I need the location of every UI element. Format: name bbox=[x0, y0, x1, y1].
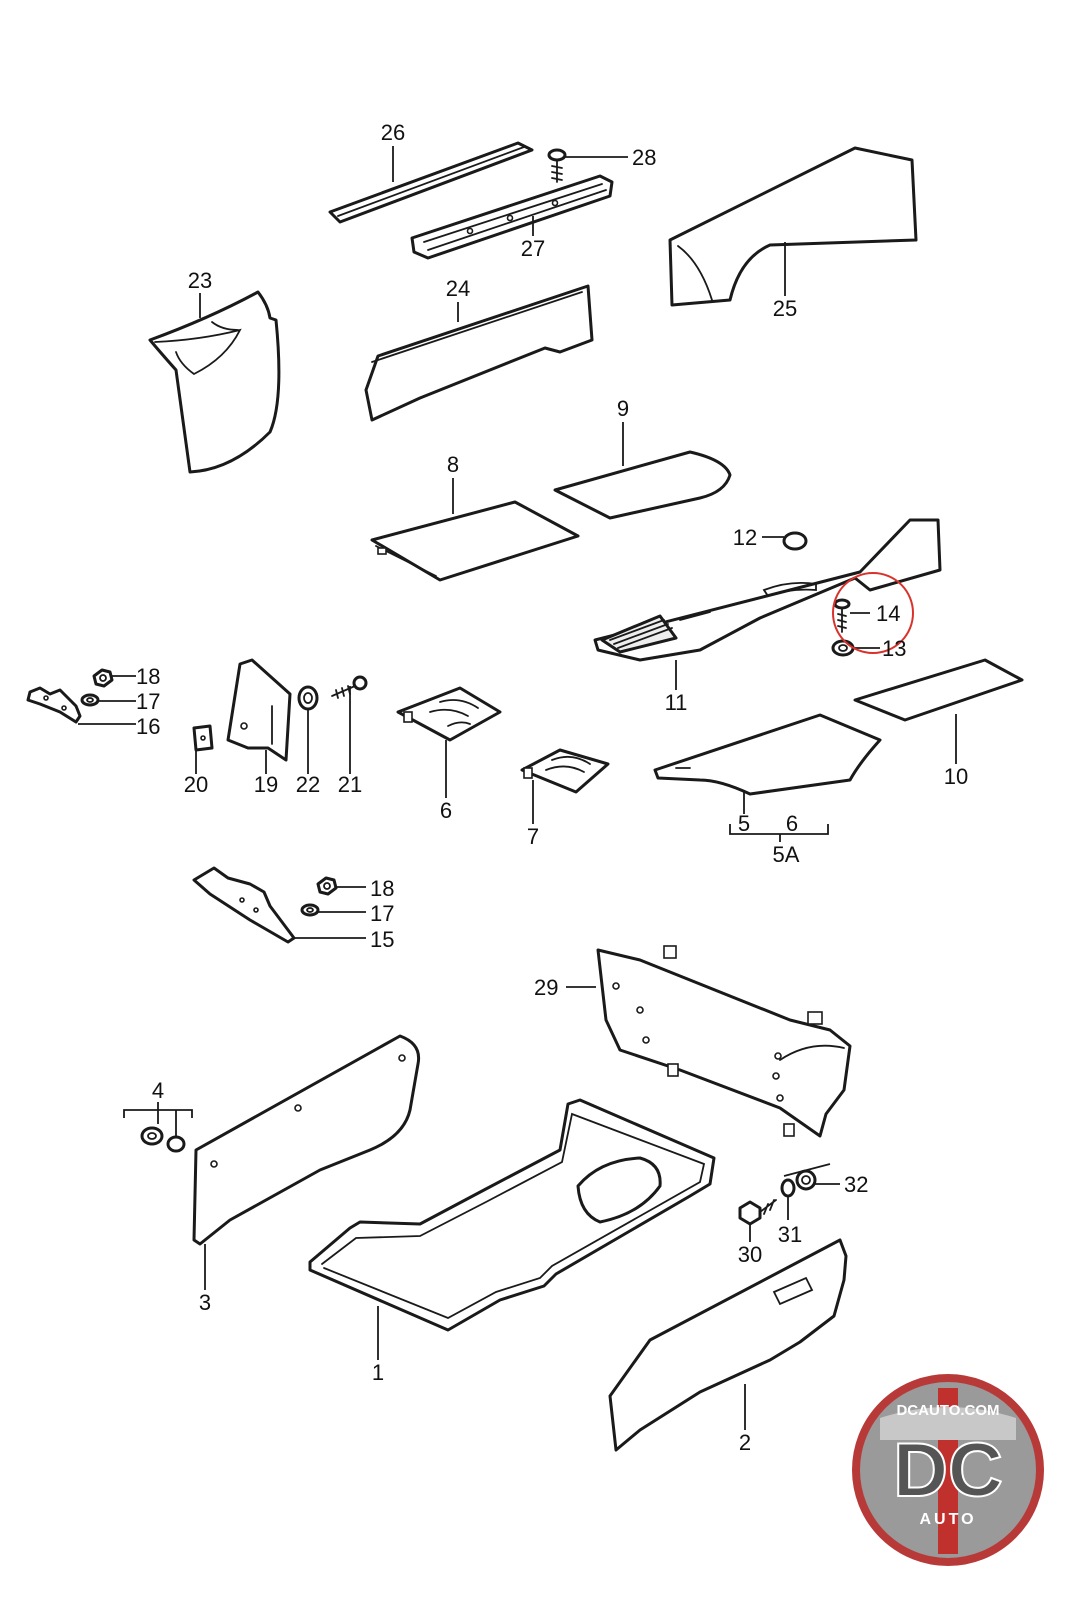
highlight-circle-14 bbox=[832, 572, 914, 654]
callout-27: 27 bbox=[521, 236, 545, 261]
callout-17-lower: 17 bbox=[370, 901, 394, 926]
part-17-washer-lower bbox=[300, 903, 320, 917]
part-8-mat bbox=[370, 500, 580, 582]
callout-15: 15 bbox=[370, 927, 394, 952]
callout-11: 11 bbox=[665, 690, 688, 715]
part-15-bracket bbox=[192, 866, 296, 944]
part-27-sill-trim bbox=[410, 174, 614, 260]
part-12-plug bbox=[782, 531, 808, 551]
part-7-bracket bbox=[520, 748, 610, 794]
part-19-panel bbox=[226, 658, 292, 762]
part-10-mat bbox=[853, 658, 1024, 722]
logo-top-text: DCAUTO.COM bbox=[896, 1402, 999, 1419]
callout-6-bracket: 6 bbox=[440, 798, 452, 823]
part-24-panel bbox=[364, 284, 594, 422]
part-28-screw bbox=[547, 148, 567, 183]
callout-21: 21 bbox=[338, 772, 362, 797]
callout-2: 2 bbox=[739, 1430, 751, 1455]
part-11-console bbox=[593, 518, 942, 662]
part-1-floor-tray bbox=[308, 1098, 716, 1332]
part-9-mat bbox=[553, 450, 732, 520]
callout-13: 13 bbox=[882, 636, 906, 661]
callout-20: 20 bbox=[184, 772, 208, 797]
part-13-nut bbox=[831, 639, 855, 657]
callouts: 26 28 27 23 24 25 9 8 12 14 13 11 18 17 … bbox=[136, 120, 968, 1455]
callout-8: 8 bbox=[447, 452, 459, 477]
callout-16: 16 bbox=[136, 714, 160, 739]
callout-25: 25 bbox=[773, 296, 797, 321]
callout-5A: 5A bbox=[773, 842, 800, 867]
part-25-arch-panel bbox=[668, 146, 918, 307]
callout-10: 10 bbox=[944, 764, 968, 789]
part-21-screw bbox=[331, 675, 368, 699]
callout-19: 19 bbox=[254, 772, 278, 797]
callout-31: 31 bbox=[778, 1222, 802, 1247]
dcauto-logo: DCAUTO.COM DC AUTO bbox=[848, 1370, 1048, 1570]
callout-4: 4 bbox=[152, 1078, 164, 1103]
callout-32: 32 bbox=[844, 1172, 868, 1197]
callout-29: 29 bbox=[534, 975, 558, 1000]
leader-lines bbox=[78, 146, 957, 1430]
callout-5: 5 bbox=[738, 811, 750, 836]
part-6-bracket bbox=[396, 686, 502, 742]
part-3-side-panel bbox=[192, 1034, 421, 1246]
part-30-bolt bbox=[738, 1199, 777, 1226]
callout-22: 22 bbox=[296, 772, 320, 797]
logo-bottom-text: AUTO bbox=[919, 1511, 976, 1528]
callout-23: 23 bbox=[188, 268, 212, 293]
callout-18-lower: 18 bbox=[370, 876, 394, 901]
callout-3: 3 bbox=[199, 1290, 211, 1315]
callout-28: 28 bbox=[632, 145, 656, 170]
logo-main-text: DC bbox=[893, 1428, 1003, 1513]
callout-17-upper: 17 bbox=[136, 689, 160, 714]
part-23-corner-trim bbox=[148, 290, 281, 474]
part-4-plugs bbox=[140, 1126, 186, 1153]
part-18-nut-upper bbox=[92, 668, 114, 688]
callout-26: 26 bbox=[381, 120, 405, 145]
callout-24: 24 bbox=[446, 276, 470, 301]
part-26-sill-strip bbox=[328, 141, 534, 224]
callout-30: 30 bbox=[738, 1242, 762, 1267]
part-2-side-panel bbox=[608, 1238, 848, 1452]
callout-14: 14 bbox=[876, 601, 900, 626]
part-32-washer bbox=[795, 1169, 817, 1191]
part-20-clip bbox=[192, 724, 214, 752]
callout-7: 7 bbox=[527, 824, 539, 849]
part-18-nut-lower bbox=[316, 876, 338, 896]
part-29-rear-panel bbox=[596, 945, 852, 1138]
part-5-mat bbox=[653, 713, 882, 796]
callout-1: 1 bbox=[372, 1360, 384, 1385]
callout-18-upper: 18 bbox=[136, 664, 160, 689]
callout-12: 12 bbox=[733, 525, 757, 550]
part-16-bracket bbox=[26, 686, 82, 724]
callout-6-mat: 6 bbox=[786, 811, 798, 836]
part-17-washer-upper bbox=[80, 693, 100, 707]
part-14-screw bbox=[833, 598, 851, 633]
part-31-washer bbox=[780, 1178, 796, 1198]
part-22-grommet bbox=[297, 685, 319, 711]
callout-9: 9 bbox=[617, 396, 629, 421]
